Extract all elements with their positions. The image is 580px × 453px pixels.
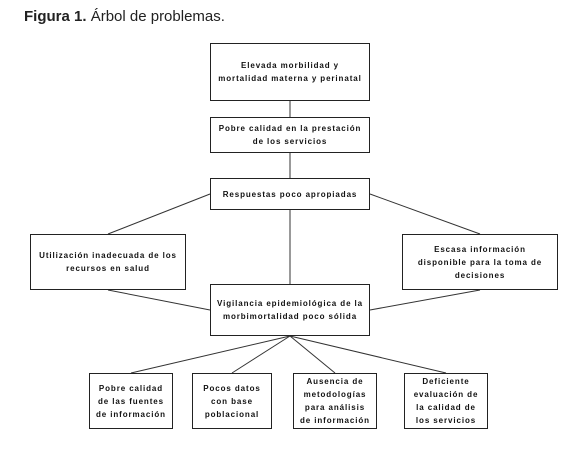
connector-responses-right xyxy=(369,193,481,235)
node-left-text: Utilización inadecuada de los recursos e… xyxy=(39,251,177,273)
node-quality-text: Pobre calidad en la prestación de los se… xyxy=(218,124,362,146)
connector-center-b1 xyxy=(130,335,291,374)
figure-title: Árbol de problemas. xyxy=(90,8,225,25)
node-responses: Respuestas poco apropiadas xyxy=(210,178,370,210)
node-responses-text: Respuestas poco apropiadas xyxy=(222,189,358,199)
node-left: Utilización inadecuada de los recursos e… xyxy=(30,234,186,290)
connector-responses-left xyxy=(107,193,211,235)
node-center: Vigilancia epidemiológica de la morbimor… xyxy=(210,284,370,336)
connector-center-b2 xyxy=(231,335,291,374)
node-bottom-1: Pobre calidad de las fuentes de informac… xyxy=(89,373,173,429)
node-bottom-4-text: Deficiente evaluación de la calidad de l… xyxy=(413,377,479,425)
node-top-text: Elevada morbilidad y mortalidad materna … xyxy=(218,61,362,83)
connector-right-center xyxy=(369,289,481,311)
node-bottom-3: Ausencia de metodologías para análisis d… xyxy=(293,373,377,429)
node-bottom-3-text: Ausencia de metodologías para análisis d… xyxy=(300,377,370,425)
node-center-text: Vigilancia epidemiológica de la morbimor… xyxy=(217,299,364,321)
node-bottom-4: Deficiente evaluación de la calidad de l… xyxy=(404,373,488,429)
node-quality: Pobre calidad en la prestación de los se… xyxy=(210,117,370,153)
figure-label: Figura 1. xyxy=(24,8,87,25)
figure-caption: Figura 1. Árbol de problemas. xyxy=(24,8,225,25)
connector-center-b3 xyxy=(289,335,336,374)
node-bottom-2: Pocos datos con base poblacional xyxy=(192,373,272,429)
connector-center-b4 xyxy=(289,335,447,374)
node-top: Elevada morbilidad y mortalidad materna … xyxy=(210,43,370,101)
node-right-text: Escasa información disponible para la to… xyxy=(417,244,543,280)
node-bottom-2-text: Pocos datos con base poblacional xyxy=(203,383,261,419)
node-bottom-1-text: Pobre calidad de las fuentes de informac… xyxy=(96,383,166,419)
node-right: Escasa información disponible para la to… xyxy=(402,234,558,290)
connector-left-center xyxy=(107,289,211,311)
